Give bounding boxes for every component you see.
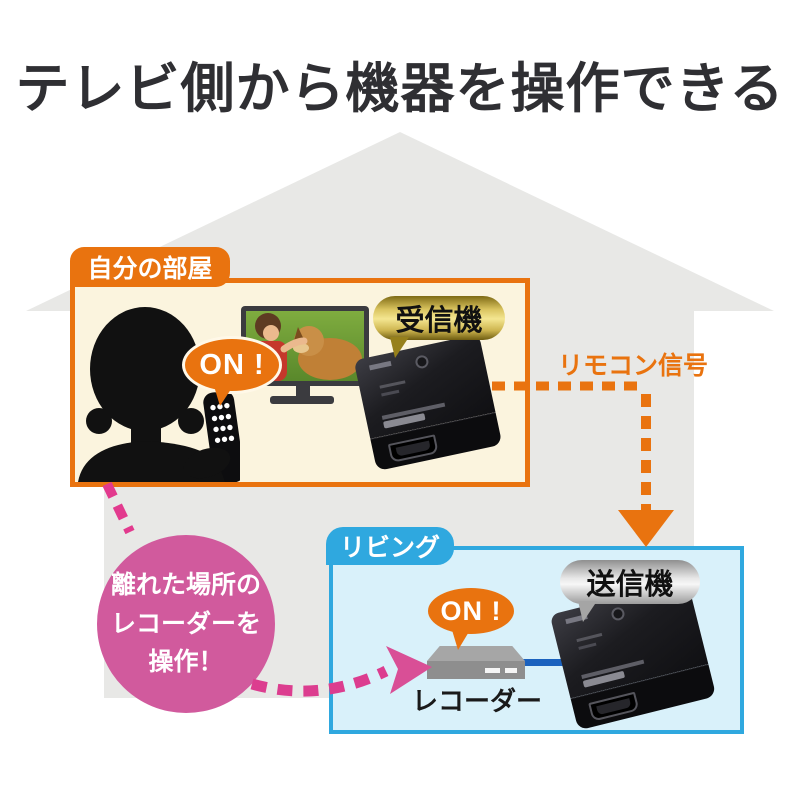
boy-face	[263, 325, 279, 341]
receiver-bubble: 受信機	[373, 296, 505, 340]
on-bubble-tail	[214, 386, 233, 406]
callout-circle: 離れた場所の レコーダーを 操作！	[97, 535, 275, 713]
hdmi-port	[387, 434, 439, 463]
remote-signal-label: リモコン信号	[557, 352, 708, 380]
on-speech-bubble-living: ON !	[428, 588, 514, 634]
power-led-icon	[610, 606, 626, 622]
tv	[241, 306, 369, 386]
tv-screen-photo	[246, 311, 364, 381]
label-line	[576, 632, 603, 643]
power-led-icon	[414, 354, 430, 370]
person-hair	[90, 307, 200, 431]
boy-arm	[280, 337, 308, 353]
transmitter-bubble-tail	[578, 601, 597, 622]
recorder-drive-slot	[485, 668, 500, 673]
callout-line-2: レコーダーを	[110, 609, 261, 638]
tv-stand-neck	[296, 385, 310, 398]
recorder-top-face	[427, 646, 525, 661]
receiver-bubble-tail	[390, 337, 409, 358]
recorder-label: レコーダー	[411, 686, 542, 716]
living-room-tab: リビング	[326, 527, 454, 565]
person-hand	[183, 447, 231, 479]
callout-line-3: 操作！	[148, 648, 224, 677]
label-line	[578, 642, 597, 650]
person-silhouette	[78, 307, 240, 482]
page-title: テレビ側から機器を操作できる	[15, 59, 785, 119]
on-bubble-text: ON !	[440, 595, 502, 626]
recorder-front-face	[427, 661, 525, 679]
callout-line-1: 離れた場所の	[110, 570, 261, 599]
label-line	[379, 380, 406, 389]
my-room-tab-label: 自分の部屋	[87, 255, 213, 283]
my-room-tab: 自分の部屋	[70, 247, 230, 287]
label-line	[381, 389, 400, 397]
transmitter-label: 送信機	[586, 569, 674, 601]
brand-logo-mark	[369, 360, 392, 371]
on-bubble-text: ON !	[199, 348, 265, 381]
receiver-label: 受信機	[395, 305, 483, 337]
on-bubble-tail-living	[452, 630, 470, 650]
living-room-tab-label: リビング	[339, 534, 440, 562]
hdmi-cable-recorder-to-transmitter	[521, 659, 567, 666]
recorder-display	[505, 668, 517, 673]
tv-stand-base	[270, 396, 334, 404]
transmitter-bubble: 送信機	[560, 560, 700, 604]
person-body	[78, 307, 231, 482]
